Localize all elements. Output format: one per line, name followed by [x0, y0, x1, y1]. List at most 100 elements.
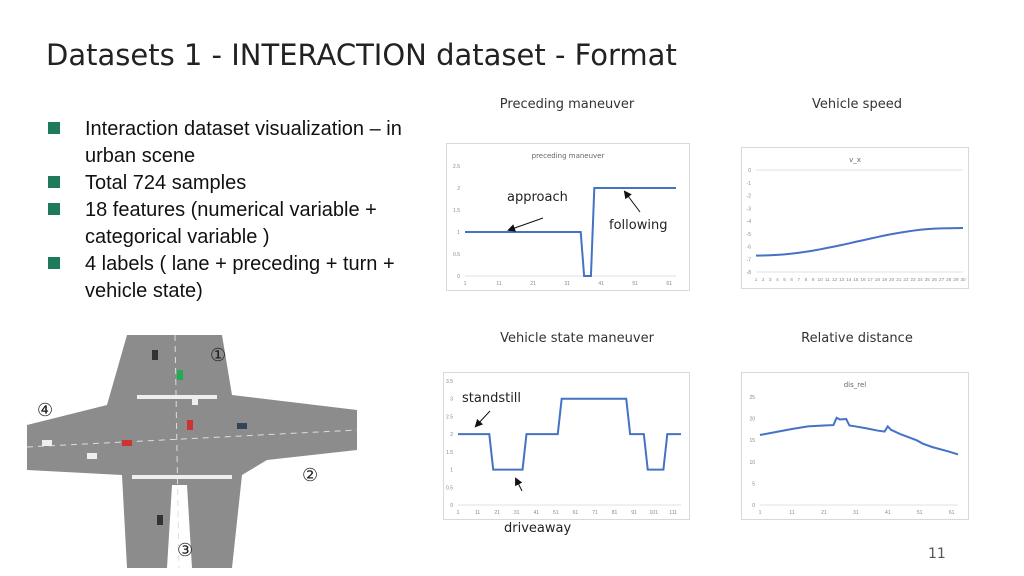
x-tick-label: 51: [632, 281, 638, 287]
x-tick-label: 1: [759, 510, 762, 516]
x-tick-label: 91: [631, 510, 637, 516]
data-line: [755, 227, 964, 257]
x-tick-label: 31: [564, 281, 570, 287]
x-tick-label: 41: [598, 281, 604, 287]
y-tick-label: 0.5: [453, 252, 460, 258]
x-tick-label: 16: [861, 277, 867, 282]
data-line: [759, 416, 959, 456]
y-tick-label: 15: [749, 438, 755, 444]
y-tick-label: 3: [450, 397, 453, 403]
chart-title: v_x: [849, 156, 861, 164]
page-number: 11: [928, 546, 946, 562]
x-tick-label: 7: [798, 277, 801, 282]
y-tick-label: -3: [747, 206, 752, 212]
x-tick-label: 1: [755, 277, 758, 282]
x-tick-label: 9: [812, 277, 815, 282]
y-tick-label: -2: [747, 194, 752, 200]
chart-heading-speed: Vehicle speed: [812, 97, 902, 112]
y-tick-label: 0: [752, 503, 755, 509]
y-tick-label: 25: [749, 395, 755, 401]
x-tick-label: 61: [573, 510, 579, 516]
x-tick-label: 22: [903, 277, 909, 282]
y-tick-label: 2.5: [446, 414, 453, 420]
chart-heading-preceding: Preceding maneuver: [499, 97, 635, 112]
annotation-approach: approach: [507, 190, 568, 205]
x-tick-label: 26: [932, 277, 938, 282]
x-tick-label: 15: [853, 277, 859, 282]
bullet-item: Interaction dataset visualization – in u…: [48, 116, 408, 170]
annotation-standstill: standstill: [462, 391, 522, 406]
square-bullet-icon: [48, 203, 60, 215]
chart-heading-distance: Relative distance: [801, 331, 913, 346]
intersection-label-2: ②: [302, 465, 319, 486]
x-tick-label: 51: [917, 510, 923, 516]
x-tick-label: 27: [939, 277, 945, 282]
intersection-label-1: ①: [210, 345, 227, 366]
x-tick-label: 20: [889, 277, 895, 282]
x-tick-label: 1: [457, 510, 460, 516]
chart-heading-state: Vehicle state maneuver: [500, 331, 654, 346]
y-tick-label: 2: [450, 432, 453, 438]
bullet-list: Interaction dataset visualization – in u…: [48, 116, 408, 305]
y-tick-label: 2: [457, 186, 460, 192]
x-tick-label: 31: [853, 510, 859, 516]
x-tick-label: 5: [783, 277, 786, 282]
y-tick-label: 20: [749, 417, 755, 423]
x-tick-label: 19: [882, 277, 888, 282]
data-line: [465, 187, 676, 277]
annotation-driveaway: driveaway: [504, 521, 572, 536]
bullet-text: 4 labels ( lane + preceding + turn + veh…: [85, 253, 395, 302]
x-tick-label: 28: [946, 277, 952, 282]
y-tick-label: 1.5: [453, 208, 460, 214]
y-tick-label: -8: [747, 270, 752, 276]
x-tick-label: 41: [533, 510, 539, 516]
y-tick-label: 5: [752, 481, 755, 487]
y-tick-label: 0: [748, 168, 751, 174]
y-tick-label: 2.5: [453, 164, 460, 170]
slide-title: Datasets 1 - INTERACTION dataset - Forma…: [46, 38, 677, 72]
y-tick-label: -7: [747, 257, 752, 263]
y-tick-label: 0: [450, 503, 453, 509]
y-tick-label: -1: [747, 181, 752, 187]
intersection-label-3: ③: [177, 540, 194, 561]
x-tick-label: 11: [789, 510, 794, 516]
y-tick-label: 1: [457, 230, 460, 236]
x-tick-label: 24: [918, 277, 924, 282]
x-tick-label: 51: [553, 510, 559, 516]
annotation-following: following: [609, 218, 668, 233]
bullet-item: 18 features (numerical variable + catego…: [48, 197, 408, 251]
x-tick-label: 21: [821, 510, 827, 516]
y-tick-label: -4: [747, 219, 752, 225]
bullet-text: 18 features (numerical variable + catego…: [85, 199, 377, 248]
bullet-text: Total 724 samples: [85, 172, 247, 194]
intersection-aerial-image: ① ② ③ ④: [26, 334, 358, 569]
y-tick-label: -6: [747, 245, 752, 251]
x-tick-label: 18: [875, 277, 881, 282]
x-tick-label: 31: [514, 510, 520, 516]
x-tick-label: 12: [832, 277, 838, 282]
square-bullet-icon: [48, 176, 60, 188]
y-tick-label: 1: [450, 468, 453, 474]
x-tick-label: 23: [910, 277, 916, 282]
x-tick-label: 6: [790, 277, 793, 282]
chart-title: preceding maneuver: [532, 152, 605, 160]
y-tick-label: 3.5: [446, 379, 453, 385]
bullet-text: Interaction dataset visualization – in u…: [85, 118, 402, 167]
y-tick-label: 0: [457, 274, 460, 280]
x-tick-label: 14: [846, 277, 852, 282]
data-line: [458, 397, 681, 471]
x-tick-label: 41: [885, 510, 891, 516]
x-tick-label: 61: [666, 281, 672, 287]
x-tick-label: 2: [762, 277, 765, 282]
square-bullet-icon: [48, 257, 60, 269]
x-tick-label: 81: [612, 510, 618, 516]
